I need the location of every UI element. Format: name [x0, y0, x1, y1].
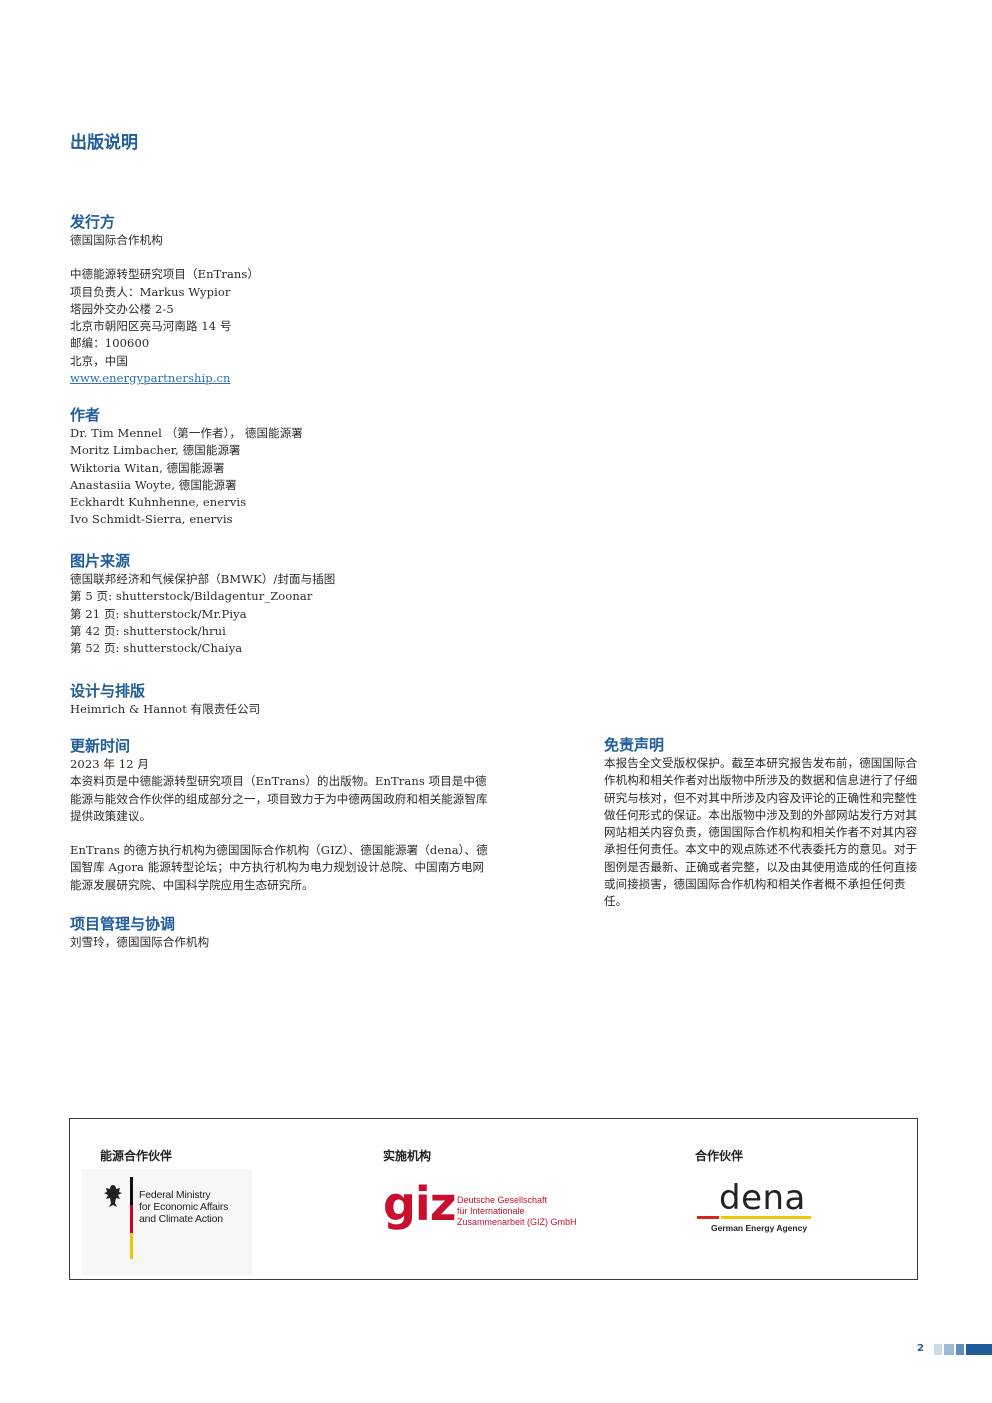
image-source-line: 第 42 页: shutterstock/hrui	[70, 623, 226, 638]
image-source-line: 第 52 页: shutterstock/Chaiya	[70, 641, 243, 656]
coordination-heading: 项目管理与协调	[70, 915, 176, 933]
dena-mark: dena	[719, 1178, 806, 1218]
flag-red-stripe	[130, 1205, 133, 1233]
disclaimer-section: 免责声明 本报告全文受版权保护。截至本研究报告发布前，德国国际合作机构和相关作者…	[604, 735, 926, 911]
coordination-text: 刘雪玲，德国国际合作机构	[70, 935, 210, 949]
bmwk-logo: Federal Ministry for Economic Affairs an…	[82, 1169, 252, 1275]
giz-mark: giz	[383, 1177, 456, 1231]
author-line: Anastasiia Woyte, 德国能源署	[70, 477, 237, 492]
publisher-line: 北京市朝阳区亮马河南路 14 号	[70, 319, 232, 334]
website-link[interactable]: www.energypartnership.cn	[70, 371, 231, 386]
energy-partner-label: 能源合作伙伴	[100, 1149, 173, 1163]
giz-wordmark: Deutsche Gesellschaft für Internationale…	[457, 1195, 577, 1227]
publisher-line: 塔园外交办公楼 2-5	[70, 301, 174, 316]
disclaimer-heading: 免责声明	[604, 736, 665, 754]
updated-date: 2023 年 12 月	[70, 757, 149, 771]
image-source-line: 德国联邦经济和气候保护部（BMWK）/封面与插图	[70, 572, 336, 586]
coordination-section: 项目管理与协调 刘雪玲，德国国际合作机构	[70, 914, 510, 951]
flag-black-stripe	[130, 1177, 133, 1205]
disclaimer-text: 本报告全文受版权保护。截至本研究报告发布前，德国国际合作机构和相关作者对出版物中…	[604, 756, 918, 909]
author-line: Wiktoria Witan, 德国能源署	[70, 460, 225, 475]
design-text: Heimrich & Hannot 有限责任公司	[70, 702, 261, 716]
bmwk-wordmark: Federal Ministry for Economic Affairs an…	[139, 1189, 229, 1225]
dena-yellow-underline	[721, 1216, 811, 1219]
image-sources-heading: 图片来源	[70, 552, 131, 570]
publisher-line: 北京，中国	[70, 353, 128, 368]
page-title: 出版说明	[70, 133, 138, 153]
publisher-section: 发行方 德国国际合作机构 中德能源转型研究项目（EnTrans） 项目负责人：M…	[70, 212, 510, 387]
author-line: Ivo Schmidt-Sierra, enervis	[70, 512, 233, 527]
publisher-heading: 发行方	[70, 213, 116, 231]
authors-heading: 作者	[70, 406, 101, 424]
publisher-line: 项目负责人：Markus Wypior	[70, 284, 231, 299]
image-sources-section: 图片来源 德国联邦经济和气候保护部（BMWK）/封面与插图 第 5 页: shu…	[70, 551, 510, 657]
implementer-label: 实施机构	[383, 1149, 432, 1163]
partner-logos-box: 能源合作伙伴 实施机构 合作伙伴 Federal Ministry for Ec…	[69, 1118, 918, 1280]
page-number: 2	[917, 1343, 924, 1354]
design-heading: 设计与排版	[70, 682, 146, 700]
image-source-line: 第 21 页: shutterstock/Mr.Piya	[70, 606, 247, 621]
author-line: Dr. Tim Mennel （第一作者）， 德国能源署	[70, 426, 303, 440]
footer-bar-segment	[966, 1344, 992, 1355]
footer-bar-segment	[944, 1344, 954, 1355]
design-section: 设计与排版 Heimrich & Hannot 有限责任公司	[70, 681, 510, 718]
updated-paragraph-1: 本资料页是中德能源转型研究项目（EnTrans）的出版物。EnTrans 项目是…	[70, 774, 488, 823]
footer-bar-segment	[934, 1344, 942, 1355]
eagle-emblem-icon	[104, 1185, 122, 1207]
authors-section: 作者 Dr. Tim Mennel （第一作者）， 德国能源署 Moritz L…	[70, 405, 510, 529]
publisher-line: 邮编：100600	[70, 336, 150, 351]
image-source-line: 第 5 页: shutterstock/Bildagentur_Zoonar	[70, 589, 313, 604]
dena-logo: dena German Energy Agency	[697, 1179, 817, 1239]
updated-section: 更新时间 2023 年 12 月 本资料页是中德能源转型研究项目（EnTrans…	[70, 736, 490, 894]
partner-label: 合作伙伴	[695, 1149, 744, 1163]
dena-subtitle: German Energy Agency	[711, 1223, 808, 1233]
publisher-org: 德国国际合作机构	[70, 233, 163, 247]
author-line: Eckhardt Kuhnhenne, enervis	[70, 495, 247, 510]
flag-gold-stripe	[130, 1233, 133, 1259]
footer-bar-segment	[956, 1344, 964, 1355]
publisher-line: 中德能源转型研究项目（EnTrans）	[70, 267, 260, 282]
updated-heading: 更新时间	[70, 737, 131, 755]
dena-red-underline	[697, 1216, 719, 1219]
author-line: Moritz Limbacher, 德国能源署	[70, 443, 241, 458]
updated-paragraph-2: EnTrans 的德方执行机构为德国国际合作机构（GIZ）、德国能源署（dena…	[70, 843, 488, 892]
